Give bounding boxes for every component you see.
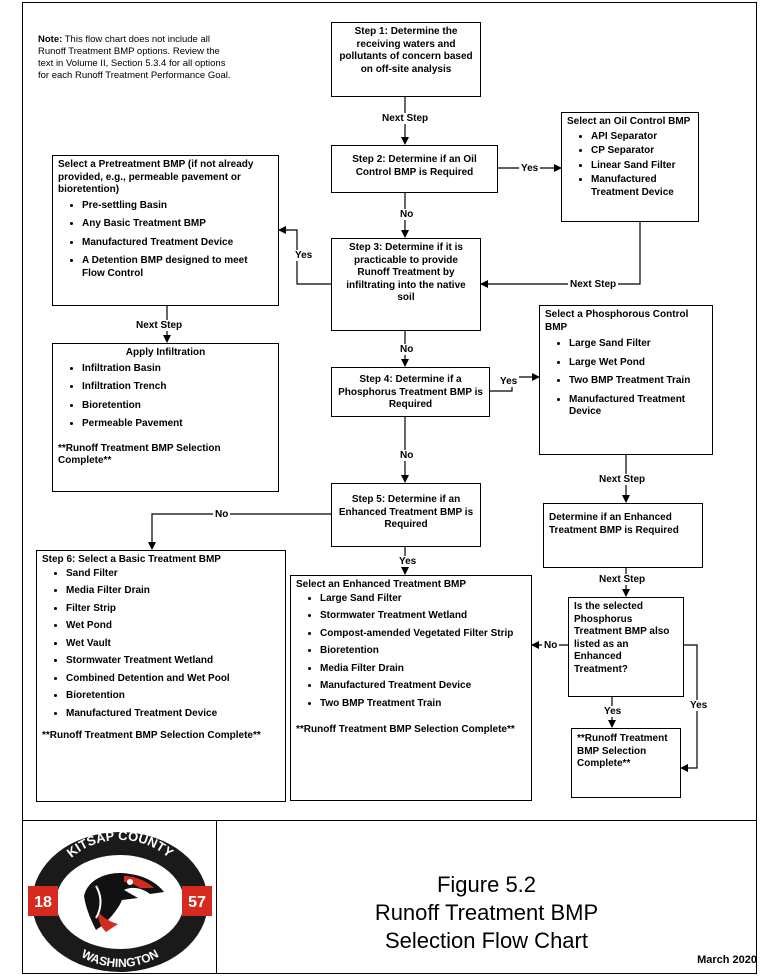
basic-item: Wet Vault xyxy=(66,638,280,651)
oil-item: Linear Sand Filter xyxy=(591,160,693,173)
label-yes-oil: Yes xyxy=(519,163,541,174)
phos-item: Two BMP Treatment Train xyxy=(569,375,707,388)
basic-item: Manufactured Treatment Device xyxy=(66,708,280,721)
figure-title-line1: Runoff Treatment BMP xyxy=(374,900,599,925)
enhanced-item: Compost-amended Vegetated Filter Strip xyxy=(320,628,526,641)
note-text: Note: This flow chart does not include a… xyxy=(38,34,231,81)
step5-box: Step 5: Determine if an Enhanced Treatme… xyxy=(331,483,481,547)
step3-box: Step 3: Determine if it is practicable t… xyxy=(331,238,481,331)
enhanced-box: Select an Enhanced Treatment BMP Large S… xyxy=(290,575,532,801)
arrow-step5-basic xyxy=(148,513,331,550)
infil-item: Infiltration Trench xyxy=(82,381,273,394)
label-next-step-oil: Next Step xyxy=(568,279,619,290)
pretreat-box: Select a Pretreatment BMP (if not alread… xyxy=(52,155,279,306)
phos-q-box: Is the selected Phosphorus Treatment BMP… xyxy=(568,597,684,697)
label-no-step4: No xyxy=(398,450,416,461)
step1-box: Step 1: Determine the receiving waters a… xyxy=(331,22,481,97)
infil-item: Bioretention xyxy=(82,400,273,413)
kitsap-county-logo: KITSAP COUNTY WASHINGTON 18 57 xyxy=(28,828,212,972)
enhanced-item: Bioretention xyxy=(320,645,526,658)
label-yes-phosq: Yes xyxy=(602,706,624,717)
footer-divider xyxy=(22,820,757,821)
pretreat-item: A Detention BMP designed to meet Flow Co… xyxy=(82,255,273,280)
basic-item: Wet Pond xyxy=(66,620,280,633)
label-no-phosq: No xyxy=(542,640,560,651)
date-label: March 2020 xyxy=(697,954,757,966)
infil-box: Apply Infiltration Infiltration Basin In… xyxy=(52,343,279,492)
label-next-step-enhq: Next Step xyxy=(597,574,648,585)
arrow-oil-step3 xyxy=(480,222,641,288)
label-no-step2: No xyxy=(398,209,416,220)
oil-item: API Separator xyxy=(591,131,693,144)
phos-box: Select a Phosphorous Control BMP Large S… xyxy=(539,305,713,455)
pretreat-item: Manufactured Treatment Device xyxy=(82,237,273,250)
phos-item: Manufactured Treatment Device xyxy=(569,394,707,419)
footer-vertical-divider xyxy=(216,820,217,974)
phos-item: Large Sand Filter xyxy=(569,338,707,351)
label-no-step3: No xyxy=(398,344,416,355)
basic-item: Combined Detention and Wet Pool xyxy=(66,673,280,686)
eagle-icon xyxy=(84,872,164,932)
enhanced-item: Media Filter Drain xyxy=(320,663,526,676)
pretreat-item: Pre-settling Basin xyxy=(82,200,273,213)
label-next-step-phos: Next Step xyxy=(597,474,648,485)
basic-complete: **Runoff Treatment BMP Selection Complet… xyxy=(42,730,261,741)
basic-item: Sand Filter xyxy=(66,568,280,581)
page-frame xyxy=(22,2,757,974)
basic-item: Filter Strip xyxy=(66,603,280,616)
step2-box: Step 2: Determine if an Oil Control BMP … xyxy=(331,145,498,193)
figure-number: Figure 5.2 xyxy=(436,872,537,897)
label-yes-step5: Yes xyxy=(397,556,419,567)
oil-item: CP Separator xyxy=(591,145,693,158)
logo-left-number: 18 xyxy=(34,894,52,911)
enh-q-box: Determine if an Enhanced Treatment BMP i… xyxy=(543,503,703,568)
label-no-step5: No xyxy=(213,509,231,520)
label-next-step-1: Next Step xyxy=(380,113,431,124)
oil-item: Manufactured Treatment Device xyxy=(591,174,693,199)
label-yes-phosq-right: Yes xyxy=(688,700,710,711)
label-yes-phos: Yes xyxy=(498,376,520,387)
basic-box: Step 6: Select a Basic Treatment BMP San… xyxy=(36,550,286,802)
basic-item: Bioretention xyxy=(66,690,280,703)
enhanced-item: Two BMP Treatment Train xyxy=(320,698,526,711)
figure-title-line2: Selection Flow Chart xyxy=(385,928,588,953)
pretreat-item: Any Basic Treatment BMP xyxy=(82,218,273,231)
infil-item: Infiltration Basin xyxy=(82,363,273,376)
label-yes-pretreat: Yes xyxy=(293,250,315,261)
infil-item: Permeable Pavement xyxy=(82,418,273,431)
basic-item: Media Filter Drain xyxy=(66,585,280,598)
final-complete-box: **Runoff Treatment BMP Selection Complet… xyxy=(571,728,681,798)
enhanced-complete: **Runoff Treatment BMP Selection Complet… xyxy=(296,724,515,735)
enhanced-item: Large Sand Filter xyxy=(320,593,526,606)
label-next-step-pretreat: Next Step xyxy=(134,320,185,331)
enhanced-item: Manufactured Treatment Device xyxy=(320,680,526,693)
phos-item: Large Wet Pond xyxy=(569,357,707,370)
step4-box: Step 4: Determine if a Phosphorus Treatm… xyxy=(331,367,490,417)
infil-complete: **Runoff Treatment BMP Selection Complet… xyxy=(58,442,221,467)
oil-box: Select an Oil Control BMP API Separator … xyxy=(561,112,699,222)
enhanced-item: Stormwater Treatment Wetland xyxy=(320,610,526,623)
logo-right-number: 57 xyxy=(188,894,206,911)
basic-item: Stormwater Treatment Wetland xyxy=(66,655,280,668)
